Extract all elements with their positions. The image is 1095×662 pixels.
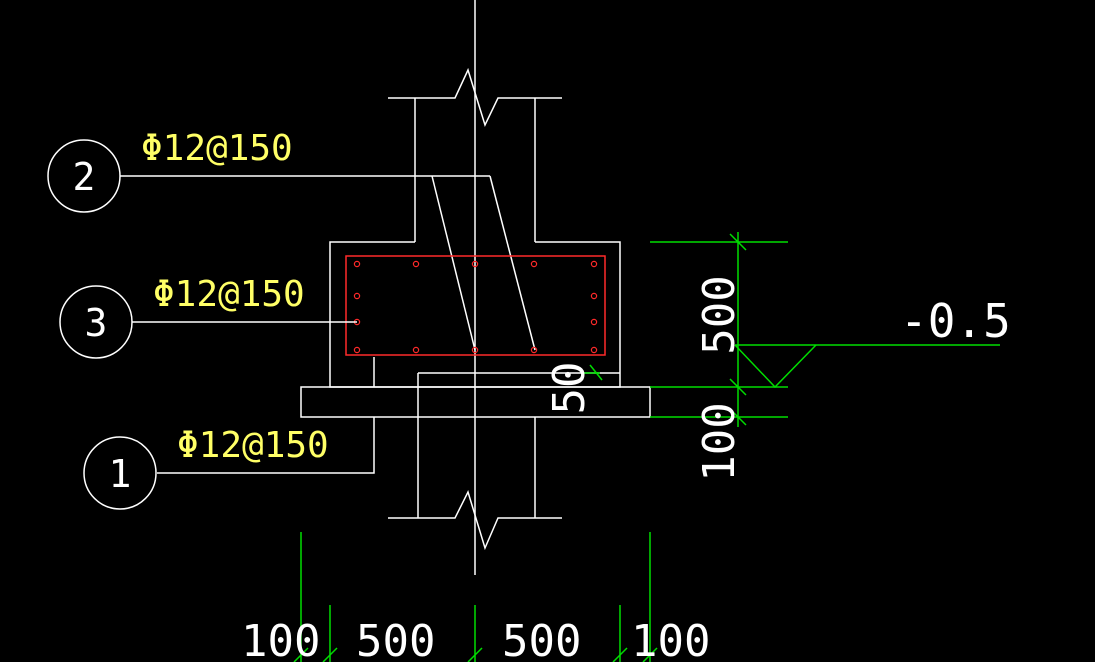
callout-2-number: 2 bbox=[73, 155, 96, 199]
bottom-dimension bbox=[293, 532, 658, 662]
dim-small-50: 50 bbox=[544, 362, 595, 415]
dim-bottom-500-left: 500 bbox=[356, 616, 435, 662]
diagonal-bars bbox=[431, 175, 536, 351]
rebar-dot bbox=[353, 260, 361, 268]
column-lower bbox=[388, 373, 562, 551]
rebar-dot bbox=[353, 346, 361, 354]
callout-1-circle bbox=[83, 436, 157, 510]
rebar-dot bbox=[590, 292, 598, 300]
callout-3-number: 3 bbox=[85, 301, 108, 345]
leader-lines bbox=[120, 175, 490, 474]
elevation-label: -0.5 bbox=[900, 294, 1011, 348]
rebar-dot bbox=[590, 318, 598, 326]
callout-1-spec: Φ12@150 bbox=[177, 425, 329, 466]
rebar-dot bbox=[530, 260, 538, 268]
rebar-dot bbox=[471, 346, 479, 354]
rebar-dot bbox=[412, 346, 420, 354]
elevation-marker: -0.5 bbox=[734, 294, 1011, 389]
dim-bottom-500-right: 500 bbox=[502, 616, 581, 662]
rebar-cage bbox=[345, 255, 606, 356]
rebar-dot bbox=[353, 292, 361, 300]
vertical-dimension bbox=[584, 232, 788, 427]
callout-2[interactable]: 2 Φ12@150 bbox=[47, 128, 293, 213]
callout-1-number: 1 bbox=[109, 452, 132, 496]
column-upper bbox=[388, 67, 562, 242]
rebar-dot bbox=[412, 260, 420, 268]
rebar-dot bbox=[530, 346, 538, 354]
rebar-dot bbox=[590, 260, 598, 268]
callout-2-spec: Φ12@150 bbox=[141, 128, 293, 169]
dim-bottom-100-left: 100 bbox=[241, 616, 320, 662]
dim-vertical-100: 100 bbox=[694, 402, 745, 481]
dim-vertical-500: 500 bbox=[694, 275, 745, 354]
callout-1[interactable]: 1 Φ12@150 bbox=[83, 425, 329, 510]
rebar-dot bbox=[471, 260, 479, 268]
callout-3[interactable]: 3 Φ12@150 bbox=[59, 274, 305, 359]
callout-2-circle bbox=[47, 139, 121, 213]
rebar-dot bbox=[590, 346, 598, 354]
callout-3-circle bbox=[59, 285, 133, 359]
dim-bottom-100-right: 100 bbox=[631, 616, 710, 662]
callout-3-spec: Φ12@150 bbox=[153, 274, 305, 315]
